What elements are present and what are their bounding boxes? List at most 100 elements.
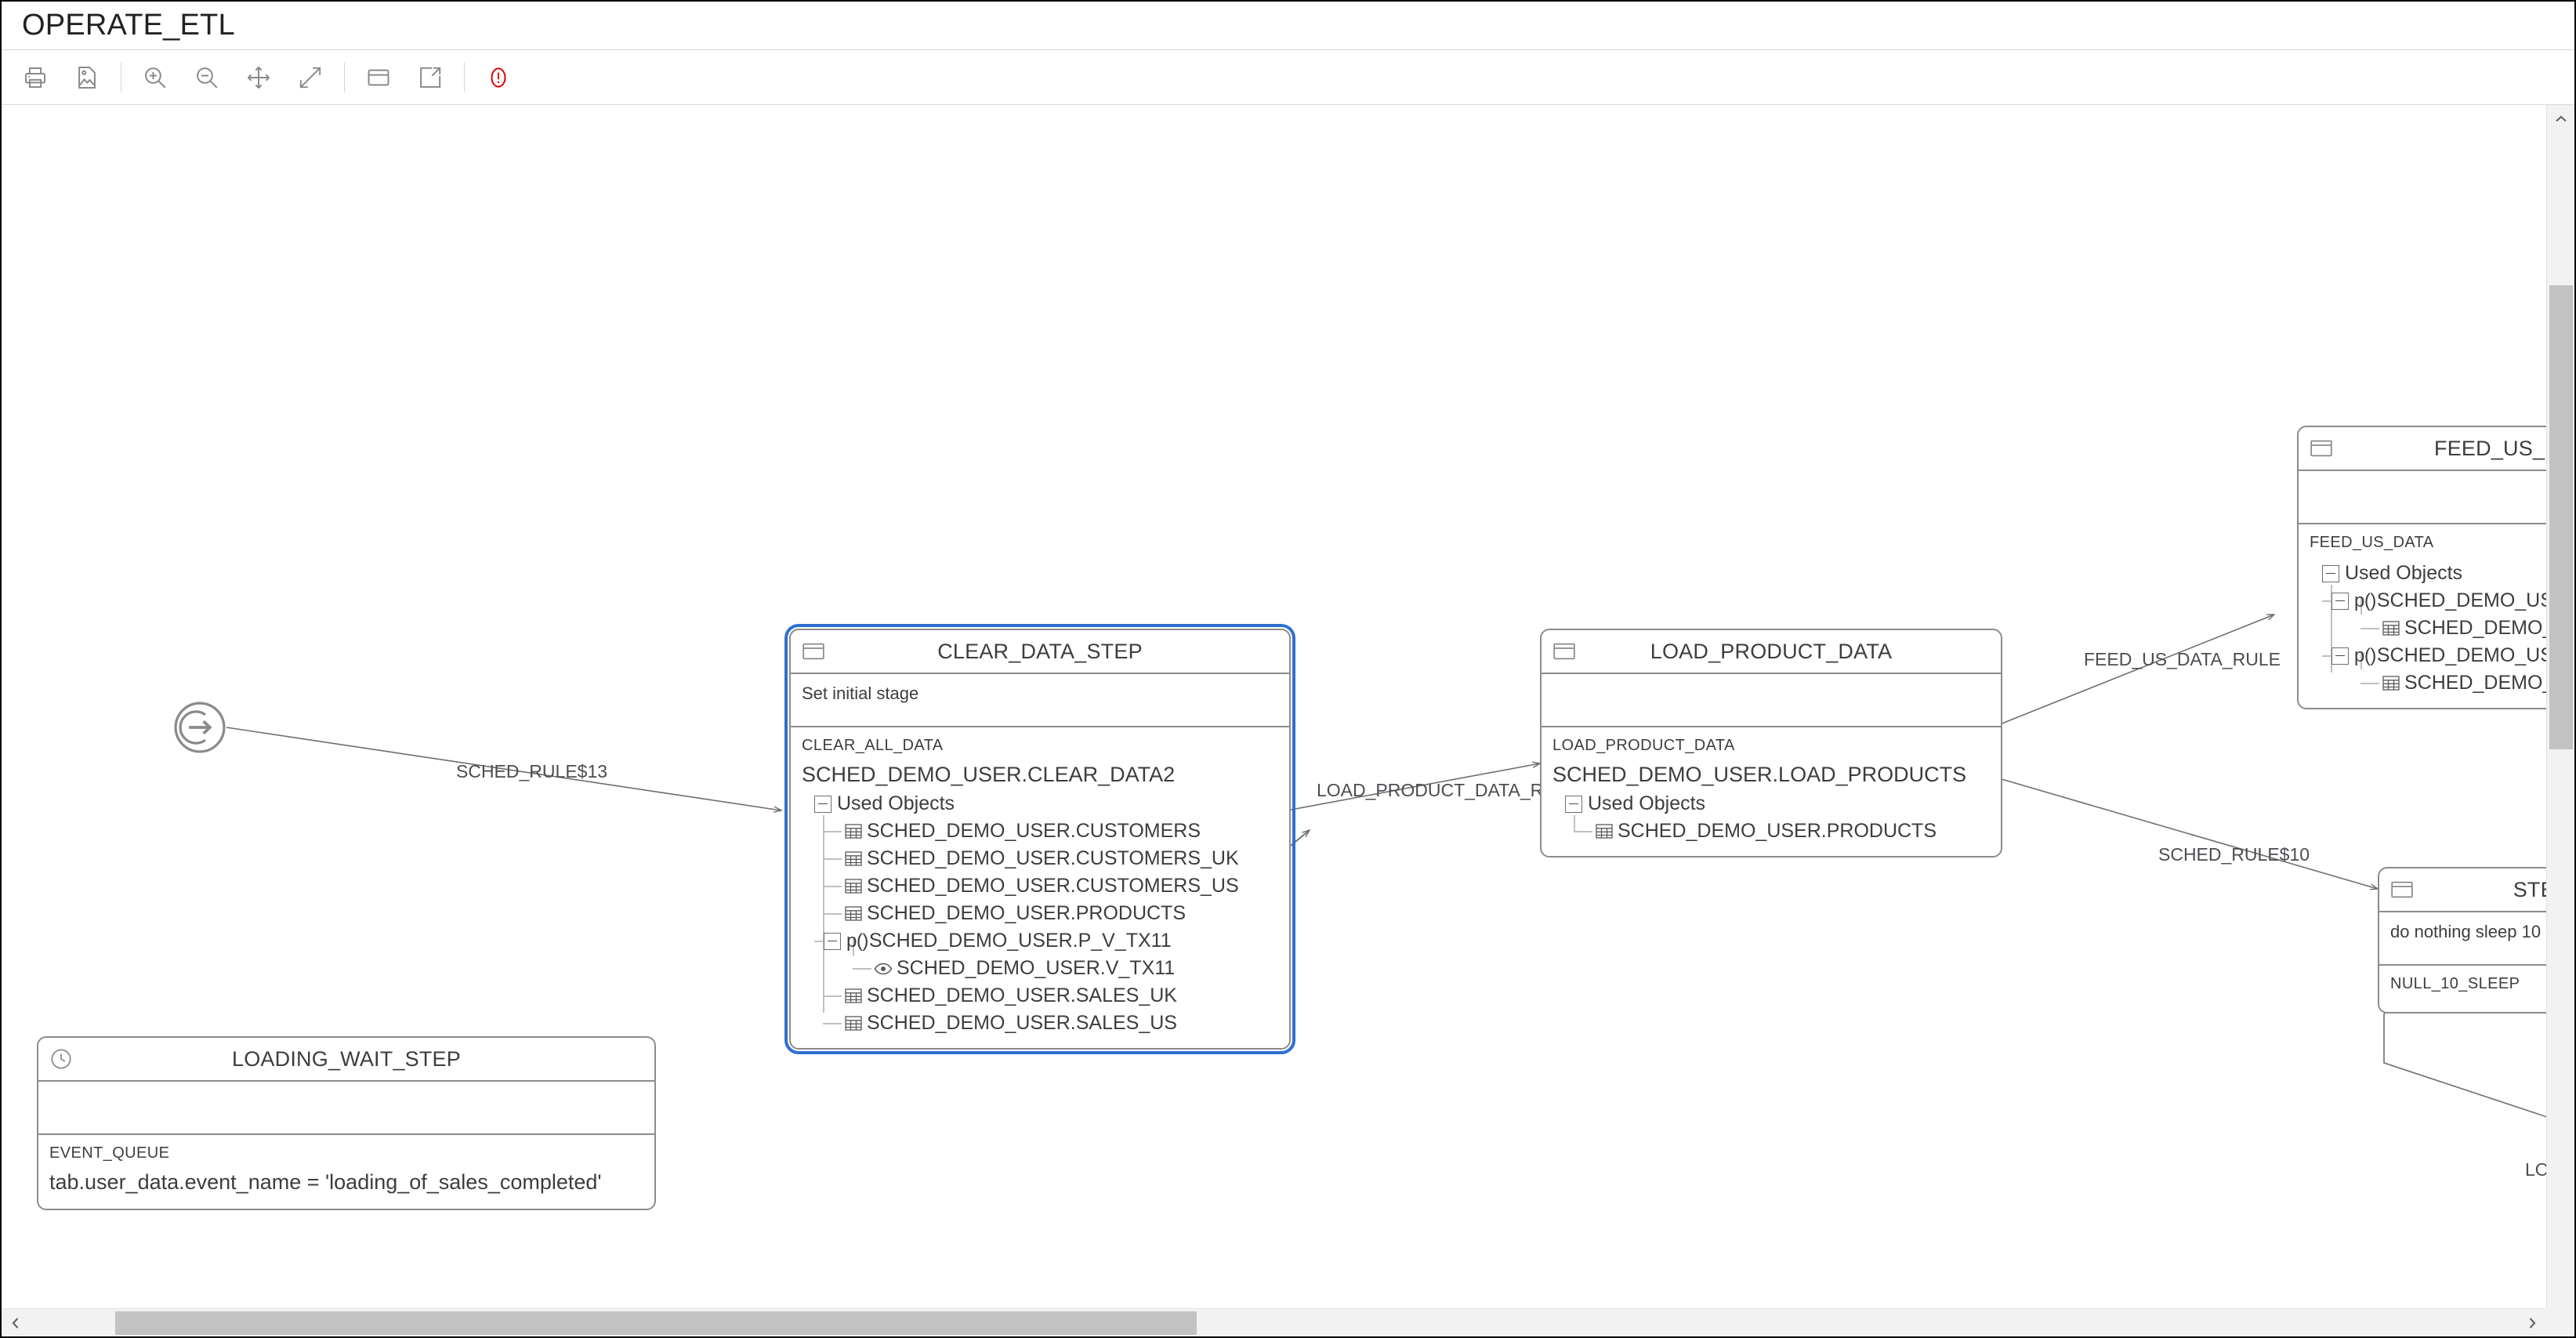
save-image-button[interactable]: [61, 54, 113, 101]
tree-root-row[interactable]: Used Objects: [2310, 560, 2546, 587]
tree-root-label: Used Objects: [1588, 792, 1706, 814]
tree-item-label: SCHED_DEMO_USER.CUSTOMERS: [867, 820, 1201, 842]
node-description: do nothing sleep 10 sec: [2379, 912, 2546, 966]
zoom-in-button[interactable]: [129, 54, 181, 101]
tree-item-row[interactable]: SCHED_DEMO_USER.V_TX11: [802, 955, 1278, 982]
used-objects-tree: Used Objects SCHED_DEMO_USER.PRODUCTS: [1552, 790, 1990, 845]
node-description: Set initial stage: [791, 674, 1289, 727]
chevron-right-icon: [2529, 1318, 2536, 1329]
tree-item-label: SCHED_DEMO_USER.CUSTOMERS_UK: [867, 847, 1239, 869]
node-title: LOAD_PRODUCT_DATA: [1650, 639, 1893, 663]
node-subtitle: FEED_US_DATA: [2310, 534, 2434, 551]
scroll-up-button[interactable]: [2547, 105, 2574, 133]
tree-item-row[interactable]: SCHED_DEMO_USER.CUSTOMERS: [802, 818, 1278, 845]
node-description: [38, 1082, 654, 1135]
tree-root-row[interactable]: Used Objects: [1552, 790, 1990, 818]
node-header: STEP_SLEEP: [2379, 868, 2546, 912]
diagram-canvas-area: SCHED_RULE$13 LOAD_PRODUCT_DATA_RULE FEE…: [2, 105, 2574, 1336]
tree-expander[interactable]: [2331, 647, 2349, 665]
errors-button[interactable]: [473, 54, 524, 101]
scroll-left-button[interactable]: [2, 1309, 30, 1336]
used-objects-tree: Used Objects p() SCHED_DEMO_USER.P_FEED_…: [2310, 560, 2546, 697]
tree-item-row[interactable]: SCHED_DEMO_USER.SALES_US: [802, 1010, 1278, 1037]
node-clear-data-step[interactable]: CLEAR_DATA_STEP Set initial stage CLEAR_…: [784, 624, 1295, 1054]
procedure-icon: p(): [846, 930, 868, 952]
tree-root-row[interactable]: Used Objects: [802, 790, 1278, 818]
vertical-scrollbar[interactable]: [2546, 105, 2574, 1336]
tree-item-row[interactable]: SCHED_DEMO_USER.CUSTOMERS_US: [2310, 615, 2546, 642]
tree-item-row[interactable]: SCHED_DEMO_USER.CUSTOMERS_US: [802, 872, 1278, 900]
tree-item-row[interactable]: p() SCHED_DEMO_USER.P_V_TX11: [802, 927, 1278, 955]
table-icon: [1595, 823, 1614, 840]
node-header: LOAD_PRODUCT_DATA: [1542, 630, 2001, 674]
node-body: EVENT_QUEUE tab.user_data.event_name = '…: [38, 1135, 654, 1209]
tree-root-label: Used Objects: [2345, 562, 2463, 584]
tree-expander[interactable]: [814, 795, 831, 813]
scroll-right-button[interactable]: [2518, 1309, 2546, 1336]
step-window-icon: [1552, 640, 1576, 663]
tree-item-label: SCHED_DEMO_USER.P_FEED_US_SALES: [2376, 644, 2546, 666]
horizontal-scrollbar-thumb[interactable]: [115, 1311, 1197, 1335]
tree-item-label: SCHED_DEMO_USER.V_TX11: [897, 957, 1176, 979]
node-header: LOADING_WAIT_STEP: [38, 1038, 654, 1082]
edge-label-sched-rule-10: SCHED_RULE$10: [2158, 844, 2310, 865]
tree-item-label: SCHED_DEMO_USER.SALES_US: [2404, 672, 2546, 694]
chevron-up-icon: [2556, 115, 2567, 122]
horizontal-scrollbar[interactable]: [2, 1308, 2546, 1336]
node-subtitle: CLEAR_ALL_DATA: [802, 737, 944, 754]
edge-sched-rule-10: [2001, 778, 2378, 889]
node-main-object: tab.user_data.event_name = 'loading_of_s…: [49, 1170, 602, 1194]
show-window-button[interactable]: [353, 54, 404, 101]
toolbar: [2, 50, 2574, 105]
tree-item-label: SCHED_DEMO_USER.SALES_UK: [867, 984, 1177, 1006]
vertical-scrollbar-thumb[interactable]: [2549, 285, 2573, 749]
tree-item-row[interactable]: SCHED_DEMO_USER.SALES_UK: [802, 982, 1278, 1010]
edge-stub: [1290, 830, 1310, 847]
tree-item-label: SCHED_DEMO_USER.PRODUCTS: [867, 902, 1187, 924]
zoom-out-button[interactable]: [181, 54, 233, 101]
edge-label-feed-us-data-rule: FEED_US_DATA_RULE: [2084, 649, 2281, 669]
fit-screen-button[interactable]: [284, 54, 336, 101]
tree-item-label: SCHED_DEMO_USER.P_FEED_US_CUSTOMERS: [2376, 589, 2546, 611]
clock-icon: [49, 1047, 73, 1071]
node-body: LOAD_PRODUCT_DATA SCHED_DEMO_USER.LOAD_P…: [1542, 727, 2001, 856]
node-step-sleep[interactable]: STEP_SLEEP do nothing sleep 10 sec NULL_…: [2378, 867, 2546, 1013]
step-window-icon: [2390, 878, 2414, 901]
step-window-icon: [802, 640, 825, 663]
tree-item-row[interactable]: SCHED_DEMO_USER.SALES_US: [2310, 669, 2546, 697]
print-button[interactable]: [9, 54, 61, 101]
tree-item-row[interactable]: p() SCHED_DEMO_USER.P_FEED_US_CUSTOMERS: [2310, 587, 2546, 615]
table-icon: [844, 878, 863, 895]
table-icon: [844, 850, 863, 868]
diagram-canvas[interactable]: SCHED_RULE$13 LOAD_PRODUCT_DATA_RULE FEE…: [2, 105, 2546, 1336]
pan-icon: [248, 66, 270, 89]
used-objects-tree: Used Objects SCHED_DEMO_USER.CUSTOMERS: [802, 790, 1278, 1037]
print-icon: [24, 67, 46, 88]
tree-item-row[interactable]: SCHED_DEMO_USER.PRODUCTS: [1552, 818, 1990, 845]
tree-item-row[interactable]: p() SCHED_DEMO_USER.P_FEED_US_SALES: [2310, 642, 2546, 669]
node-body: FEED_US_DATA Used Objects p(): [2299, 524, 2546, 708]
tree-expander[interactable]: [2322, 564, 2339, 582]
tree-expander[interactable]: [1565, 795, 1582, 813]
node-load-product-data[interactable]: LOAD_PRODUCT_DATA LOAD_PRODUCT_DATA SCHE…: [1540, 629, 2002, 858]
tree-expander[interactable]: [2331, 592, 2349, 610]
tree-expander[interactable]: [824, 932, 841, 950]
node-feed-us-data[interactable]: FEED_US_DATA FEED_US_DATA Used Objects: [2297, 426, 2546, 709]
node-body: NULL_10_SLEEP: [2379, 966, 2546, 1012]
procedure-icon: p(): [2354, 589, 2376, 611]
tree-item-label: SCHED_DEMO_USER.P_V_TX11: [868, 930, 1172, 952]
node-loading-wait-step[interactable]: LOADING_WAIT_STEP EVENT_QUEUE tab.user_d…: [37, 1036, 656, 1210]
tree-guide-line: [1574, 815, 1575, 831]
tree-item-row[interactable]: SCHED_DEMO_USER.CUSTOMERS_UK: [802, 845, 1278, 872]
tree-item-label: SCHED_DEMO_USER.PRODUCTS: [1618, 820, 1937, 842]
node-header: FEED_US_DATA: [2299, 427, 2546, 471]
pan-button[interactable]: [233, 54, 284, 101]
open-external-button[interactable]: [404, 54, 456, 101]
tree-item-row[interactable]: SCHED_DEMO_USER.PRODUCTS: [802, 900, 1278, 927]
table-icon: [2382, 675, 2400, 692]
tree-guide-line: [853, 939, 854, 956]
edge-label-load-product-data-rule: LOAD_PRODUCT_DATA_RULE: [1317, 780, 1579, 800]
view-eye-icon: [874, 960, 893, 977]
start-node[interactable]: [173, 701, 226, 754]
